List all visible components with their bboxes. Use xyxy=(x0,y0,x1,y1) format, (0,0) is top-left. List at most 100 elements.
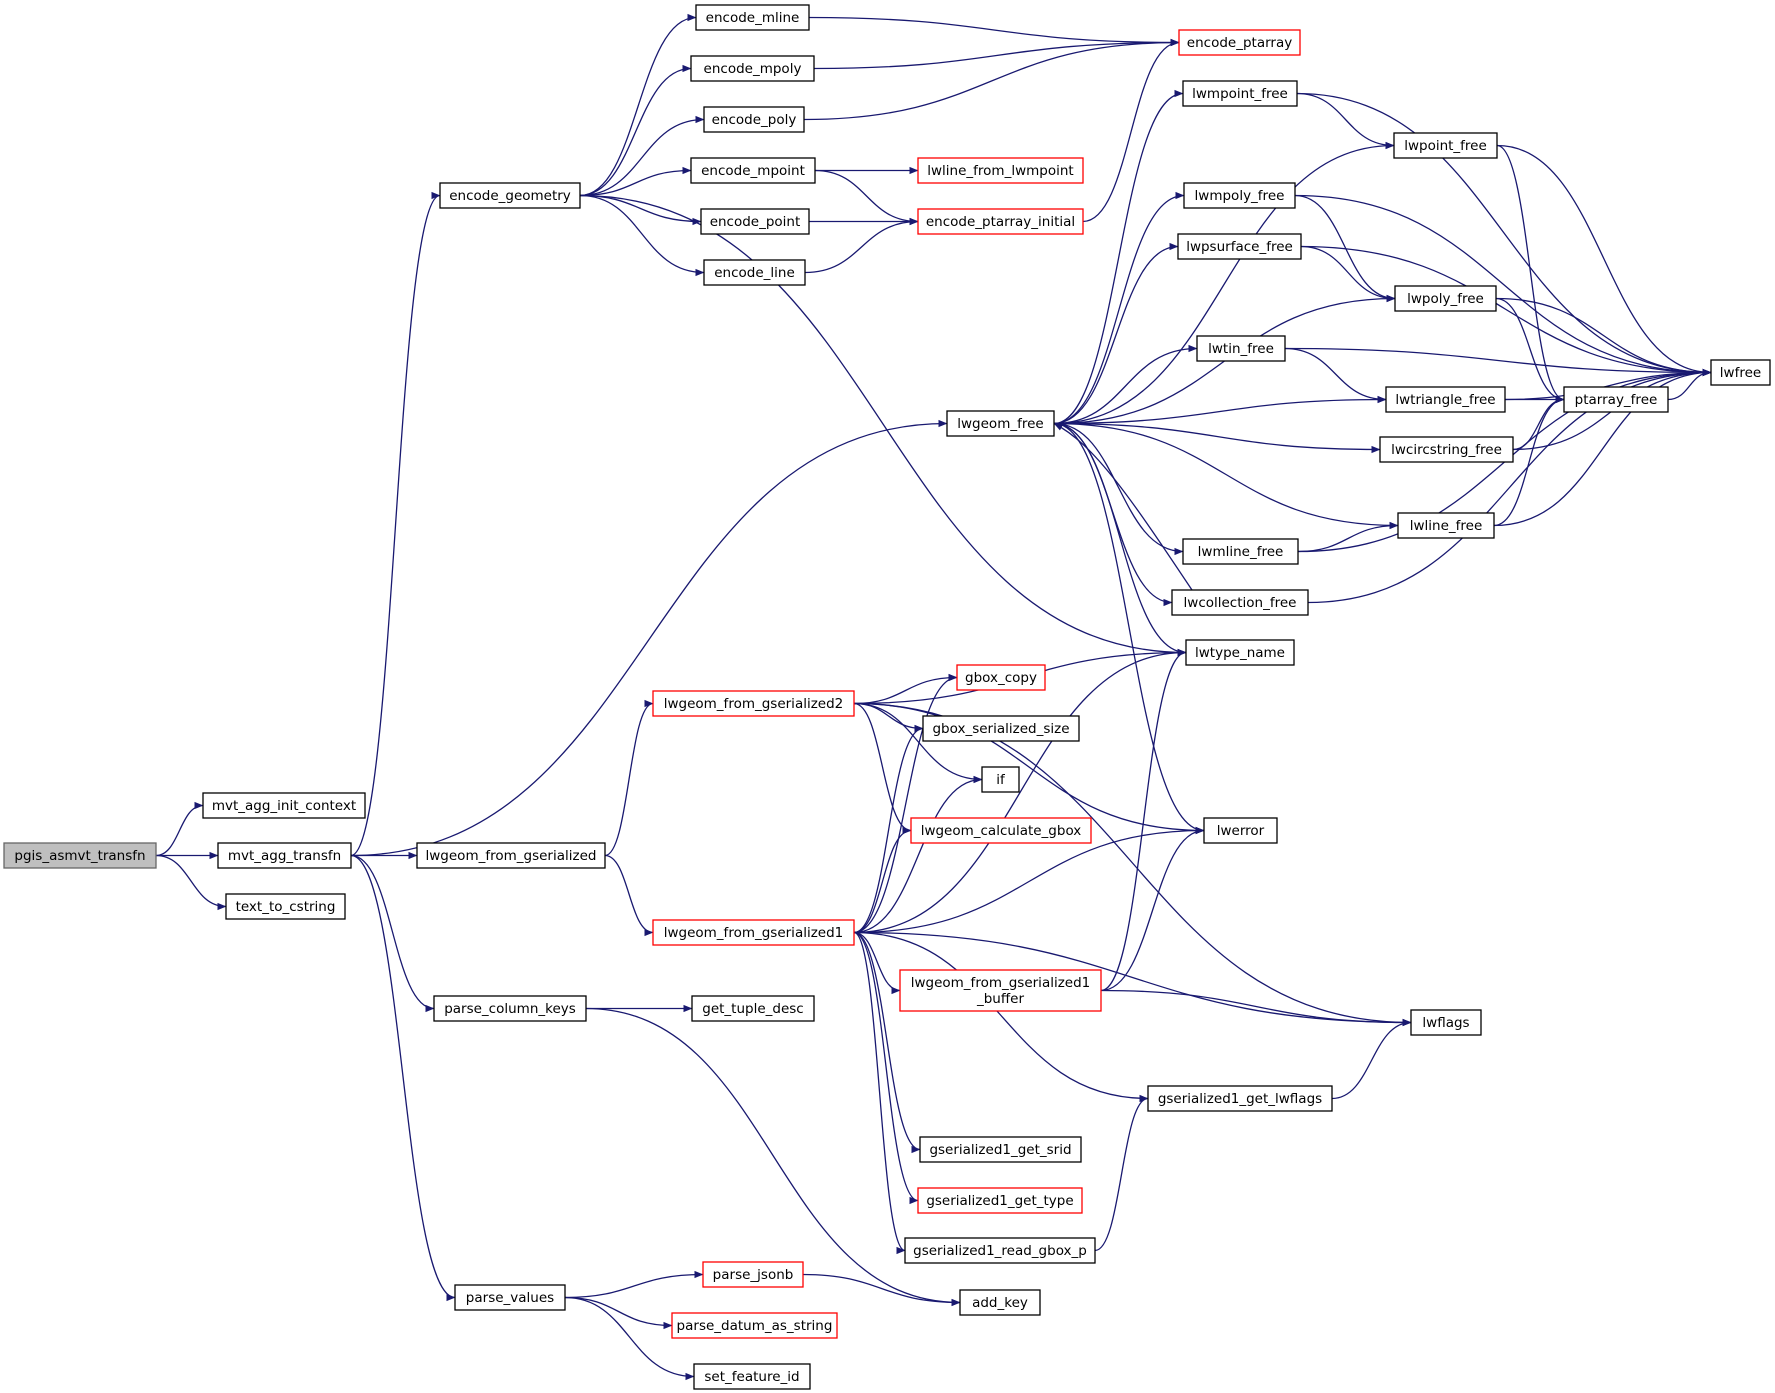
node-box-lwpsurface_free xyxy=(1177,233,1302,260)
node-encode_line[interactable]: encode_line xyxy=(703,259,806,286)
node-encode_mpoly[interactable]: encode_mpoly xyxy=(690,55,815,82)
node-lwcollection_free[interactable]: lwcollection_free xyxy=(1171,589,1309,616)
node-parse_datum_as_string[interactable]: parse_datum_as_string xyxy=(671,1312,838,1339)
node-box-lwcircstring_free xyxy=(1379,436,1514,463)
edge-lwgeom_from_gserialized1-to-gserialized1_get_type xyxy=(853,931,919,1205)
node-lwmline_free[interactable]: lwmline_free xyxy=(1182,538,1299,565)
node-encode_mline[interactable]: encode_mline xyxy=(695,4,810,31)
edge-lwpsurface_free-to-lwpoly_free xyxy=(1300,245,1396,303)
node-lwline_free[interactable]: lwline_free xyxy=(1397,512,1495,539)
node-lwcircstring_free[interactable]: lwcircstring_free xyxy=(1379,436,1514,463)
node-label-gserialized1_get_srid: gserialized1_get_srid xyxy=(929,1142,1071,1158)
edge-lwgeom_free-to-lwtin_free xyxy=(1053,344,1198,425)
edge-lwpoly_free-to-lwfree xyxy=(1495,297,1712,377)
node-encode_geometry[interactable]: encode_geometry xyxy=(439,182,581,209)
edge-lwgeom_free-to-lwerror xyxy=(1053,422,1205,835)
edge-lwgeom_from_gserialized1-to-gserialized1_get_srid xyxy=(853,931,921,1154)
node-box-lwmpoly_free xyxy=(1183,182,1296,209)
edge-lwgeom_from_gserialized1_buffer-to-lwerror xyxy=(1100,826,1205,992)
node-get_tuple_desc[interactable]: get_tuple_desc xyxy=(691,995,815,1022)
edge-lwcollection_free-to-lwfree xyxy=(1307,368,1712,604)
edge-lwgeom_from_gserialized2-to-if xyxy=(853,702,983,784)
node-label-lwmline_free: lwmline_free xyxy=(1198,544,1284,560)
node-box-mvt_agg_transfn xyxy=(217,842,352,869)
node-lwgeom_free[interactable]: lwgeom_free xyxy=(946,410,1055,437)
node-label-pgis_asmvt_transfn: pgis_asmvt_transfn xyxy=(14,848,145,864)
node-parse_values[interactable]: parse_values xyxy=(454,1284,566,1311)
node-set_feature_id[interactable]: set_feature_id xyxy=(693,1363,811,1390)
node-add_key[interactable]: add_key xyxy=(959,1289,1041,1316)
node-gserialized1_get_lwflags[interactable]: gserialized1_get_lwflags xyxy=(1147,1085,1333,1112)
node-lwline_from_lwmpoint[interactable]: lwline_from_lwmpoint xyxy=(917,157,1084,184)
node-lwfree[interactable]: lwfree xyxy=(1710,359,1771,386)
node-box-encode_poly xyxy=(703,106,805,133)
node-lwgeom_from_gserialized1_buffer[interactable]: lwgeom_from_gserialized1_buffer xyxy=(899,969,1102,1012)
edge-lwtin_free-to-lwtriangle_free xyxy=(1284,347,1387,404)
node-label-lwgeom_calculate_gbox: lwgeom_calculate_gbox xyxy=(921,823,1082,839)
edge-pgis_asmvt_transfn-to-text_to_cstring xyxy=(155,854,227,911)
node-lwmpoly_free[interactable]: lwmpoly_free xyxy=(1183,182,1296,209)
edge-mvt_agg_transfn-to-parse_column_keys xyxy=(350,854,435,1013)
edge-encode_geometry-to-encode_point xyxy=(579,194,702,226)
node-label-encode_mpoly: encode_mpoly xyxy=(704,61,802,77)
node-encode_poly[interactable]: encode_poly xyxy=(703,106,805,133)
node-parse_column_keys[interactable]: parse_column_keys xyxy=(433,995,587,1022)
edge-lwcollection_free-to-lwgeom_free xyxy=(1053,422,1193,591)
node-ptarray_free[interactable]: ptarray_free xyxy=(1563,386,1669,413)
node-lwgeom_from_gserialized2[interactable]: lwgeom_from_gserialized2 xyxy=(652,690,855,717)
node-gbox_copy[interactable]: gbox_copy xyxy=(956,664,1046,691)
node-lwgeom_calculate_gbox[interactable]: lwgeom_calculate_gbox xyxy=(910,817,1092,844)
node-parse_jsonb[interactable]: parse_jsonb xyxy=(702,1261,804,1288)
node-label-text_to_cstring: text_to_cstring xyxy=(236,899,336,915)
node-label-lwgeom_free: lwgeom_free xyxy=(957,416,1043,432)
node-lwtriangle_free[interactable]: lwtriangle_free xyxy=(1385,386,1506,413)
node-encode_point[interactable]: encode_point xyxy=(700,208,810,235)
edge-ptarray_free-to-lwfree xyxy=(1667,368,1712,401)
node-lwgeom_from_gserialized1[interactable]: lwgeom_from_gserialized1 xyxy=(652,919,855,946)
node-box-get_tuple_desc xyxy=(691,995,815,1022)
node-pgis_asmvt_transfn[interactable]: pgis_asmvt_transfn xyxy=(3,842,157,869)
node-mvt_agg_init_context[interactable]: mvt_agg_init_context xyxy=(202,792,366,819)
node-label-encode_geometry: encode_geometry xyxy=(449,188,571,204)
node-label-lwline_from_lwmpoint: lwline_from_lwmpoint xyxy=(927,163,1073,179)
node-box-lwgeom_calculate_gbox xyxy=(910,817,1092,844)
node-box-gserialized1_read_gbox_p xyxy=(904,1237,1096,1264)
node-if[interactable]: if xyxy=(981,766,1020,793)
edge-lwgeom_from_gserialized2-to-gbox_copy xyxy=(853,673,958,705)
node-lwtype_name[interactable]: lwtype_name xyxy=(1185,639,1295,666)
edge-mvt_agg_transfn-to-lwgeom_free xyxy=(350,419,948,857)
node-lwpoly_free[interactable]: lwpoly_free xyxy=(1394,285,1497,312)
node-encode_ptarray_initial[interactable]: encode_ptarray_initial xyxy=(917,208,1084,235)
edge-lwgeom_free-to-lwmline_free xyxy=(1053,422,1184,556)
node-gserialized1_get_srid[interactable]: gserialized1_get_srid xyxy=(919,1136,1082,1163)
node-lwmpoint_free[interactable]: lwmpoint_free xyxy=(1182,80,1298,107)
edge-lwpoly_free-to-ptarray_free xyxy=(1495,297,1565,404)
node-gbox_serialized_size[interactable]: gbox_serialized_size xyxy=(922,715,1080,742)
node-encode_mpoint[interactable]: encode_mpoint xyxy=(690,157,816,184)
node-lwpoint_free[interactable]: lwpoint_free xyxy=(1393,132,1498,159)
node-encode_ptarray[interactable]: encode_ptarray xyxy=(1178,29,1301,56)
node-lwpsurface_free[interactable]: lwpsurface_free xyxy=(1177,233,1302,260)
node-lwerror[interactable]: lwerror xyxy=(1203,817,1278,844)
edge-encode_mpoint-to-encode_ptarray_initial xyxy=(814,169,919,226)
node-mvt_agg_transfn[interactable]: mvt_agg_transfn xyxy=(217,842,352,869)
node-lwtin_free[interactable]: lwtin_free xyxy=(1196,335,1286,362)
node-gserialized1_read_gbox_p[interactable]: gserialized1_read_gbox_p xyxy=(904,1237,1096,1264)
edge-lwgeom_from_gserialized1-to-lwgeom_calculate_gbox xyxy=(853,826,912,934)
node-label-lwmpoly_free: lwmpoly_free xyxy=(1195,188,1285,204)
node-box-lwtriangle_free xyxy=(1385,386,1506,413)
node-lwflags[interactable]: lwflags xyxy=(1410,1009,1482,1036)
node-label-mvt_agg_transfn: mvt_agg_transfn xyxy=(228,848,341,864)
node-gserialized1_get_type[interactable]: gserialized1_get_type xyxy=(917,1187,1083,1214)
node-box-lwpoly_free xyxy=(1394,285,1497,312)
edge-lwline_free-to-lwfree xyxy=(1493,368,1712,527)
edge-lwgeom_from_gserialized2-to-gbox_serialized_size xyxy=(853,702,924,733)
node-text_to_cstring[interactable]: text_to_cstring xyxy=(225,893,346,920)
node-box-lwgeom_free xyxy=(946,410,1055,437)
node-box-add_key xyxy=(959,1289,1041,1316)
node-label-parse_column_keys: parse_column_keys xyxy=(444,1001,576,1017)
node-lwgeom_from_gserialized[interactable]: lwgeom_from_gserialized xyxy=(416,842,606,869)
edge-encode_ptarray_initial-to-encode_ptarray xyxy=(1082,38,1180,223)
node-label-lwmpoint_free: lwmpoint_free xyxy=(1192,86,1288,102)
